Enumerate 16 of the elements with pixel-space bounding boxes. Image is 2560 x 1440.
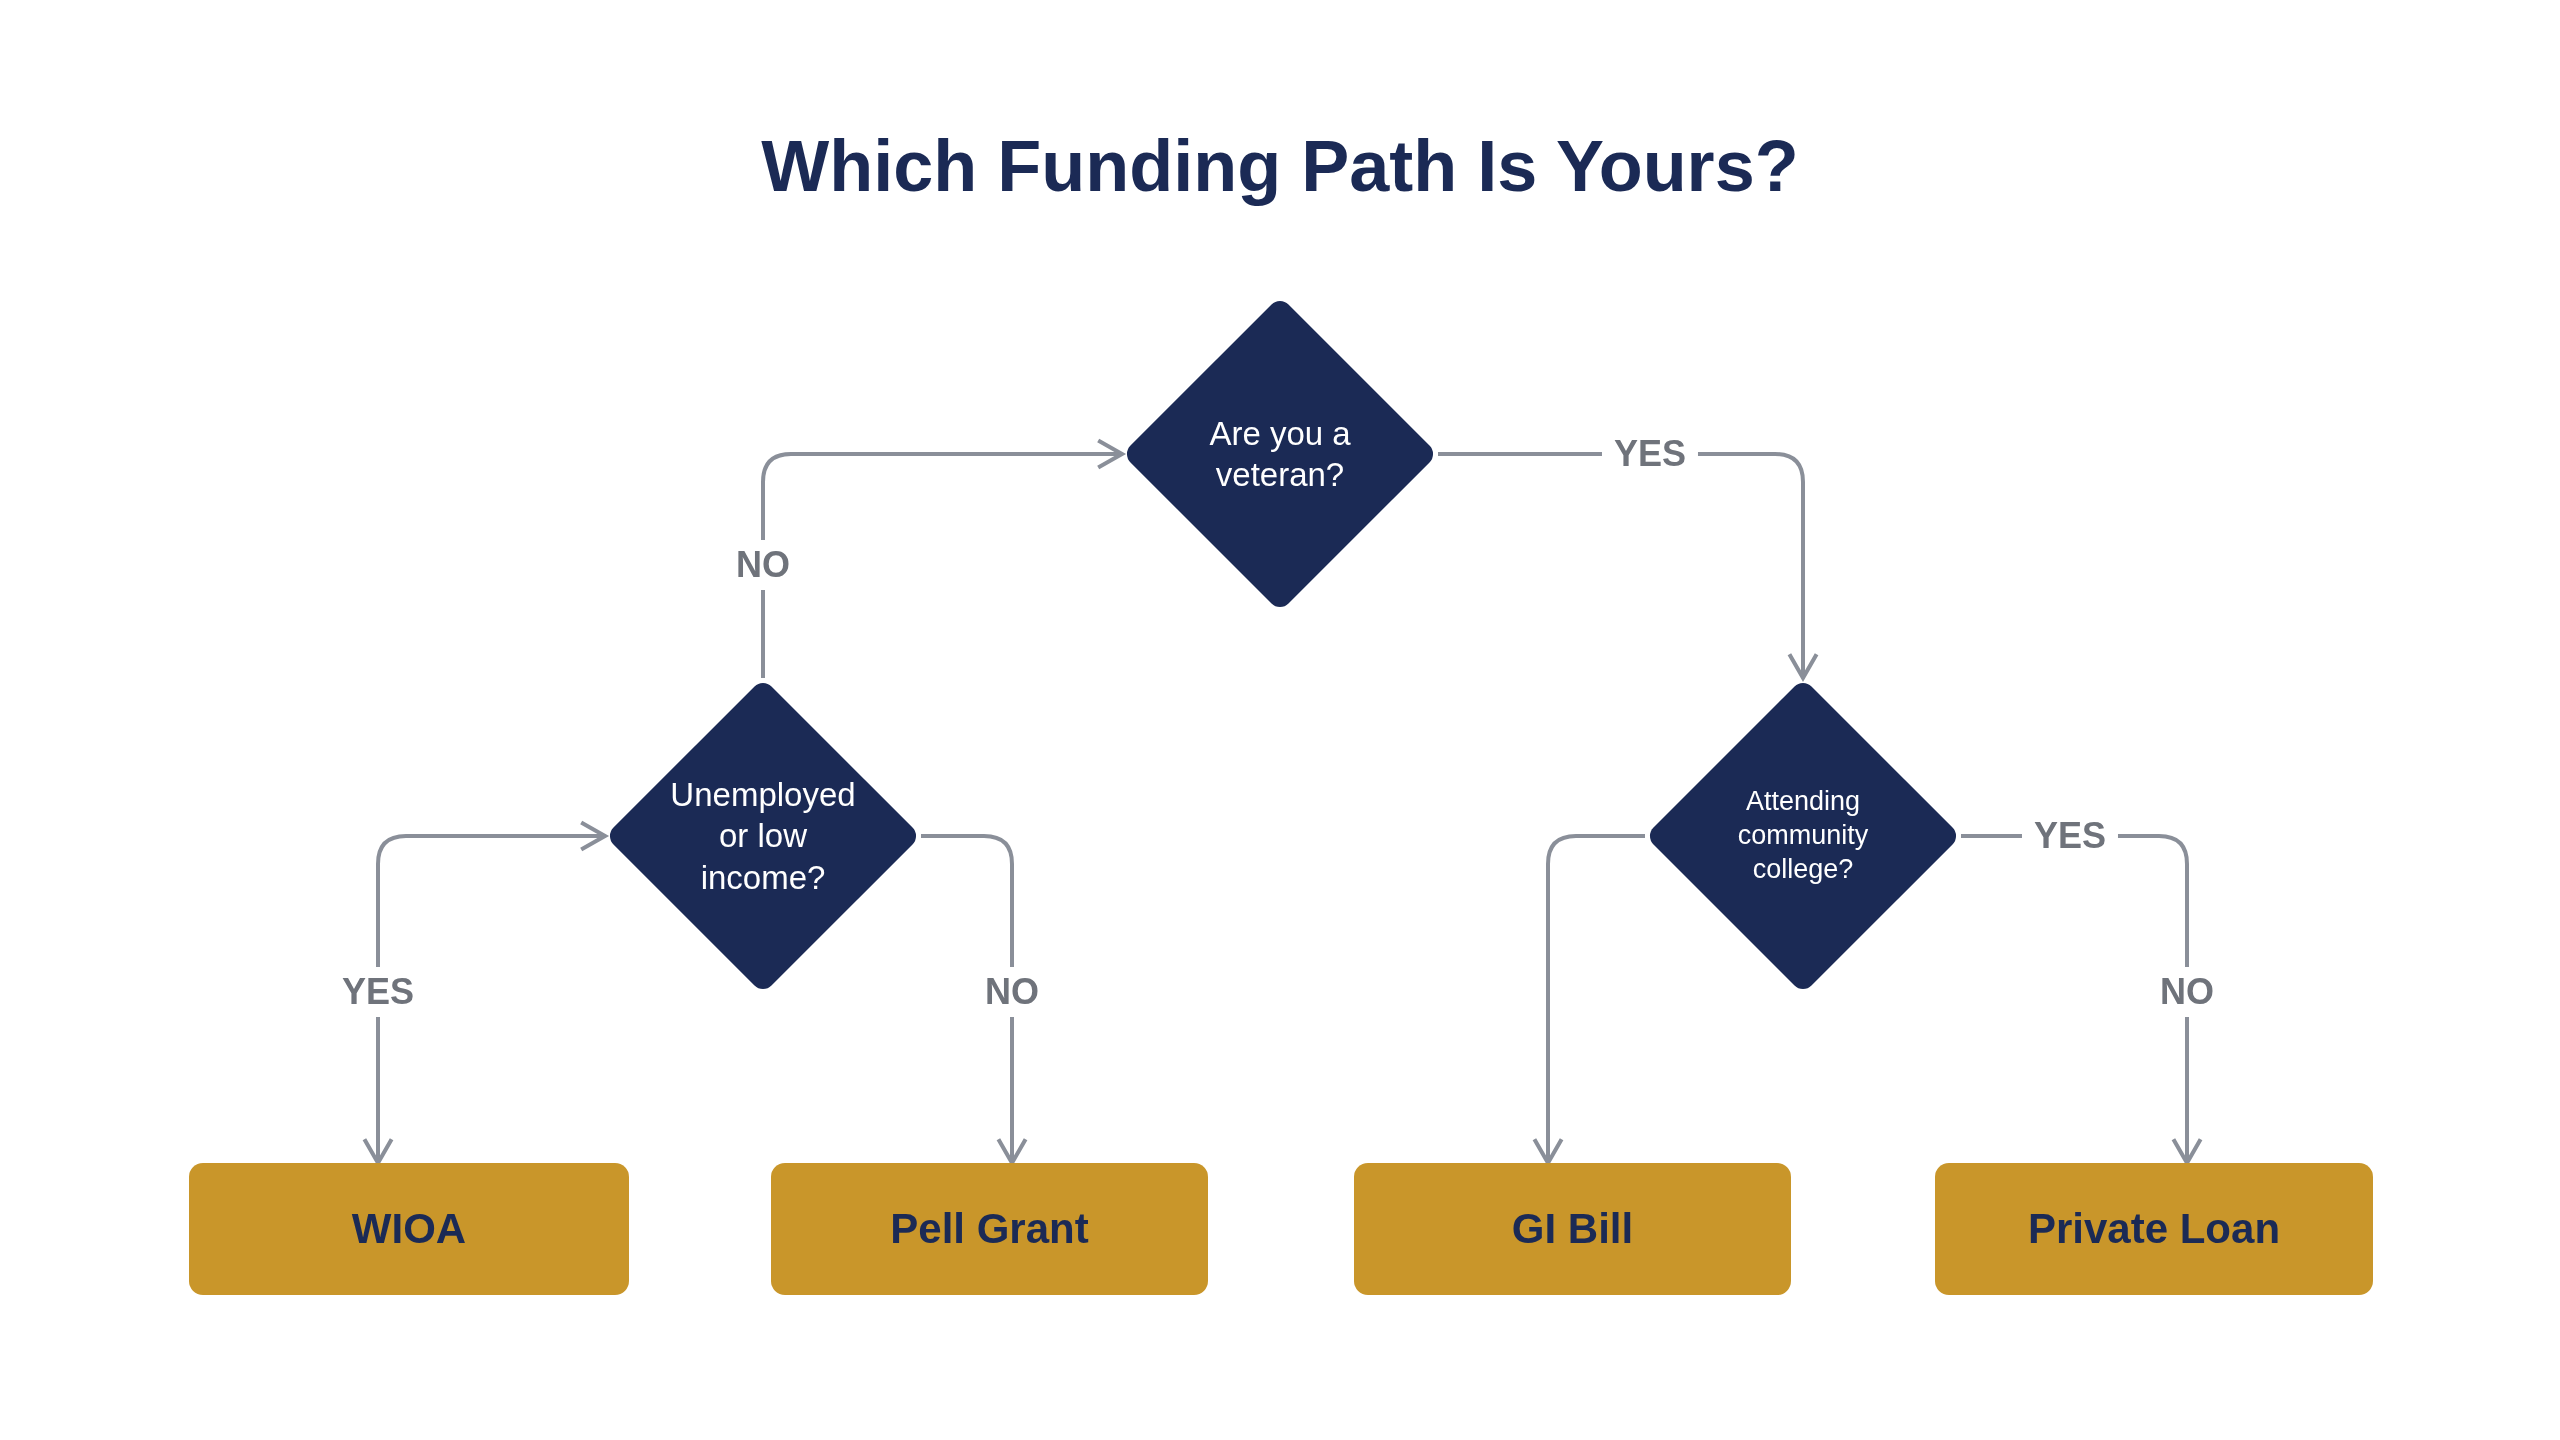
outcome-label: Private Loan [2027, 1205, 2281, 1253]
arrow [921, 834, 1028, 1166]
outcome-box [771, 1163, 1208, 1295]
outcome-label: WIOA [351, 1205, 467, 1253]
arrow [1532, 834, 1645, 1166]
arrow [362, 820, 608, 1166]
title: Which Funding Path Is Yours? [761, 125, 1799, 207]
outcome-box [1354, 1163, 1791, 1295]
question-text: Unemployed or low income? [669, 775, 857, 898]
question-text: Are you a veteran? [1208, 413, 1352, 495]
arrow [761, 438, 1125, 678]
outcome-box [1935, 1163, 2373, 1295]
outcome-label: GI Bill [1511, 1205, 1634, 1253]
question-text: Attending community college? [1736, 785, 1870, 886]
outcome-box [189, 1163, 629, 1295]
outcome-label: Pell Grant [890, 1205, 1089, 1253]
